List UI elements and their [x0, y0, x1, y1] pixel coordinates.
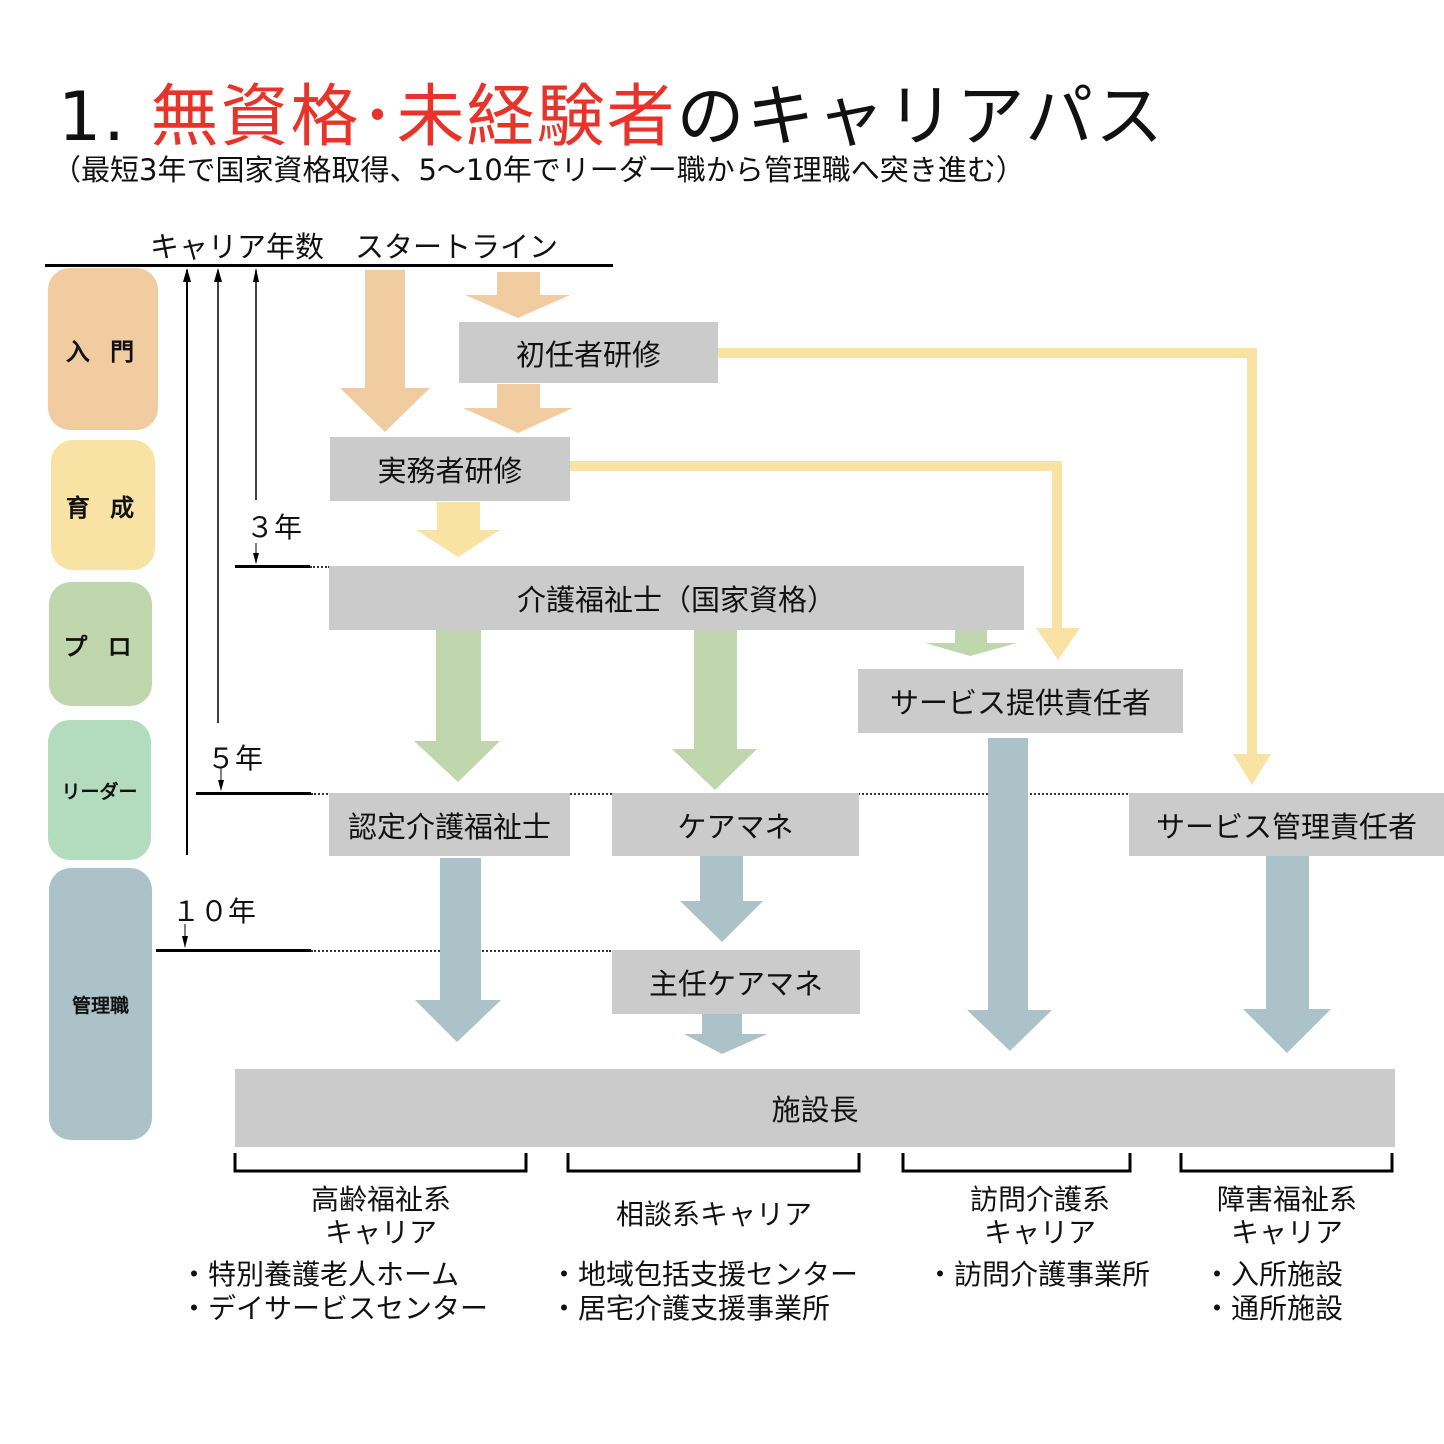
bracket-consulting — [566, 1153, 861, 1173]
year-mark-10: １０年 — [172, 895, 257, 928]
year-3-dotted — [310, 566, 330, 568]
title-highlight: 無資格･未経験者 — [150, 78, 677, 157]
down-tick-icon — [253, 553, 259, 564]
down-tick-icon — [218, 780, 224, 791]
arrow-kaigo-to-nintei — [414, 630, 500, 782]
career-consulting-title: 相談系キャリア — [615, 1198, 812, 1231]
career-years-label: キャリア年数 — [150, 230, 325, 264]
stage-management: 管理職 — [49, 868, 152, 1140]
bracket-disability — [1179, 1153, 1394, 1173]
list-item: ・居宅介護支援事業所 — [550, 1292, 831, 1325]
title-number: 1. — [58, 78, 127, 157]
arrow-nintei-to-shisetsucho — [415, 858, 501, 1042]
stage-training: 育 成 — [51, 440, 155, 570]
title-rest: のキャリアパス — [676, 78, 1166, 157]
list-item: ・デイサービスセンター — [180, 1292, 489, 1325]
arrow-caremane-to-shunin — [680, 856, 763, 942]
career-disability-list: ・入所施設 ・通所施設 — [1203, 1258, 1343, 1326]
year-mark-3: ３年 — [246, 511, 303, 544]
year-3-line — [235, 565, 310, 568]
down-tick-icon — [182, 936, 188, 948]
arrow-shunin-to-shisetsucho — [684, 1012, 767, 1054]
career-elderly-list: ・特別養護老人ホーム ・デイサービスセンター — [180, 1258, 488, 1326]
node-facility-director: 施設長 — [235, 1069, 1395, 1147]
arrow-kanri-to-shisetsucho — [1243, 854, 1331, 1053]
arrow-kaigo-to-teikyo — [925, 630, 1017, 656]
list-item: ・特別養護老人ホーム — [180, 1258, 460, 1291]
list-item: ・入所施設 — [1203, 1258, 1344, 1291]
arrowhead-icon — [1036, 628, 1080, 660]
bracket-elderly — [233, 1153, 528, 1173]
node-service-management-manager: サービス管理責任者 — [1129, 793, 1444, 856]
arrow-start-long — [340, 270, 430, 432]
arrow-teikyo-to-shisetsucho — [967, 738, 1052, 1051]
arrow-kaigo-to-caremane — [672, 630, 757, 790]
connector-shonin-to-kanri — [717, 348, 1257, 755]
list-item: ・地域包括支援センター — [550, 1258, 859, 1291]
node-care-manager: ケアマネ — [612, 793, 859, 856]
stage-pro: プ ロ — [49, 582, 152, 706]
connector-jitsumu-to-teikyo — [569, 461, 1062, 630]
list-item: ・訪問介護事業所 — [926, 1258, 1151, 1291]
page-subtitle: （最短3年で国家資格取得、5～10年でリーダー職から管理職へ突き進む） — [52, 153, 1025, 187]
career-home-care-list: ・訪問介護事業所 — [926, 1258, 1150, 1292]
node-shoninsha-training: 初任者研修 — [459, 322, 718, 383]
arrow-jitsumu-to-kaigo — [416, 502, 500, 557]
start-line-label: スタートライン — [355, 230, 559, 264]
node-certified-care-worker: 認定介護福祉士 — [329, 793, 570, 856]
career-elderly-title: 高齢福祉系キャリア — [310, 1183, 451, 1249]
node-jitsumusha-training: 実務者研修 — [330, 437, 570, 501]
arrowhead-icon — [1233, 754, 1271, 785]
arrow-shonin-to-jitsumu — [463, 384, 573, 433]
career-disability-title: 障害福祉系キャリア — [1216, 1183, 1357, 1249]
node-service-provider-manager: サービス提供責任者 — [858, 669, 1183, 733]
axis-arrowhead-icon — [214, 268, 222, 282]
stage-entry: 入 門 — [48, 268, 158, 430]
year-5-line — [196, 792, 311, 795]
page-title: 1. 無資格･未経験者のキャリアパス — [58, 78, 1165, 158]
career-consulting-list: ・地域包括支援センター ・居宅介護支援事業所 — [550, 1258, 858, 1326]
year-10-line — [156, 949, 311, 952]
career-home-care-title: 訪問介護系キャリア — [969, 1183, 1110, 1249]
list-item: ・通所施設 — [1203, 1292, 1344, 1325]
node-care-worker: 介護福祉士（国家資格） — [329, 566, 1024, 630]
year-mark-5: ５年 — [207, 742, 264, 775]
axis-arrowhead-icon — [183, 268, 191, 282]
year-5-dotted — [311, 793, 1440, 795]
stage-leader: リーダー — [48, 720, 151, 860]
start-line — [45, 264, 613, 267]
arrow-start-short — [465, 272, 570, 318]
career-brackets — [233, 1153, 1394, 1173]
bracket-home-care — [901, 1153, 1132, 1173]
year-axis-lines — [182, 268, 259, 948]
axis-arrowhead-icon — [253, 268, 259, 282]
node-chief-care-manager: 主任ケアマネ — [612, 950, 860, 1014]
